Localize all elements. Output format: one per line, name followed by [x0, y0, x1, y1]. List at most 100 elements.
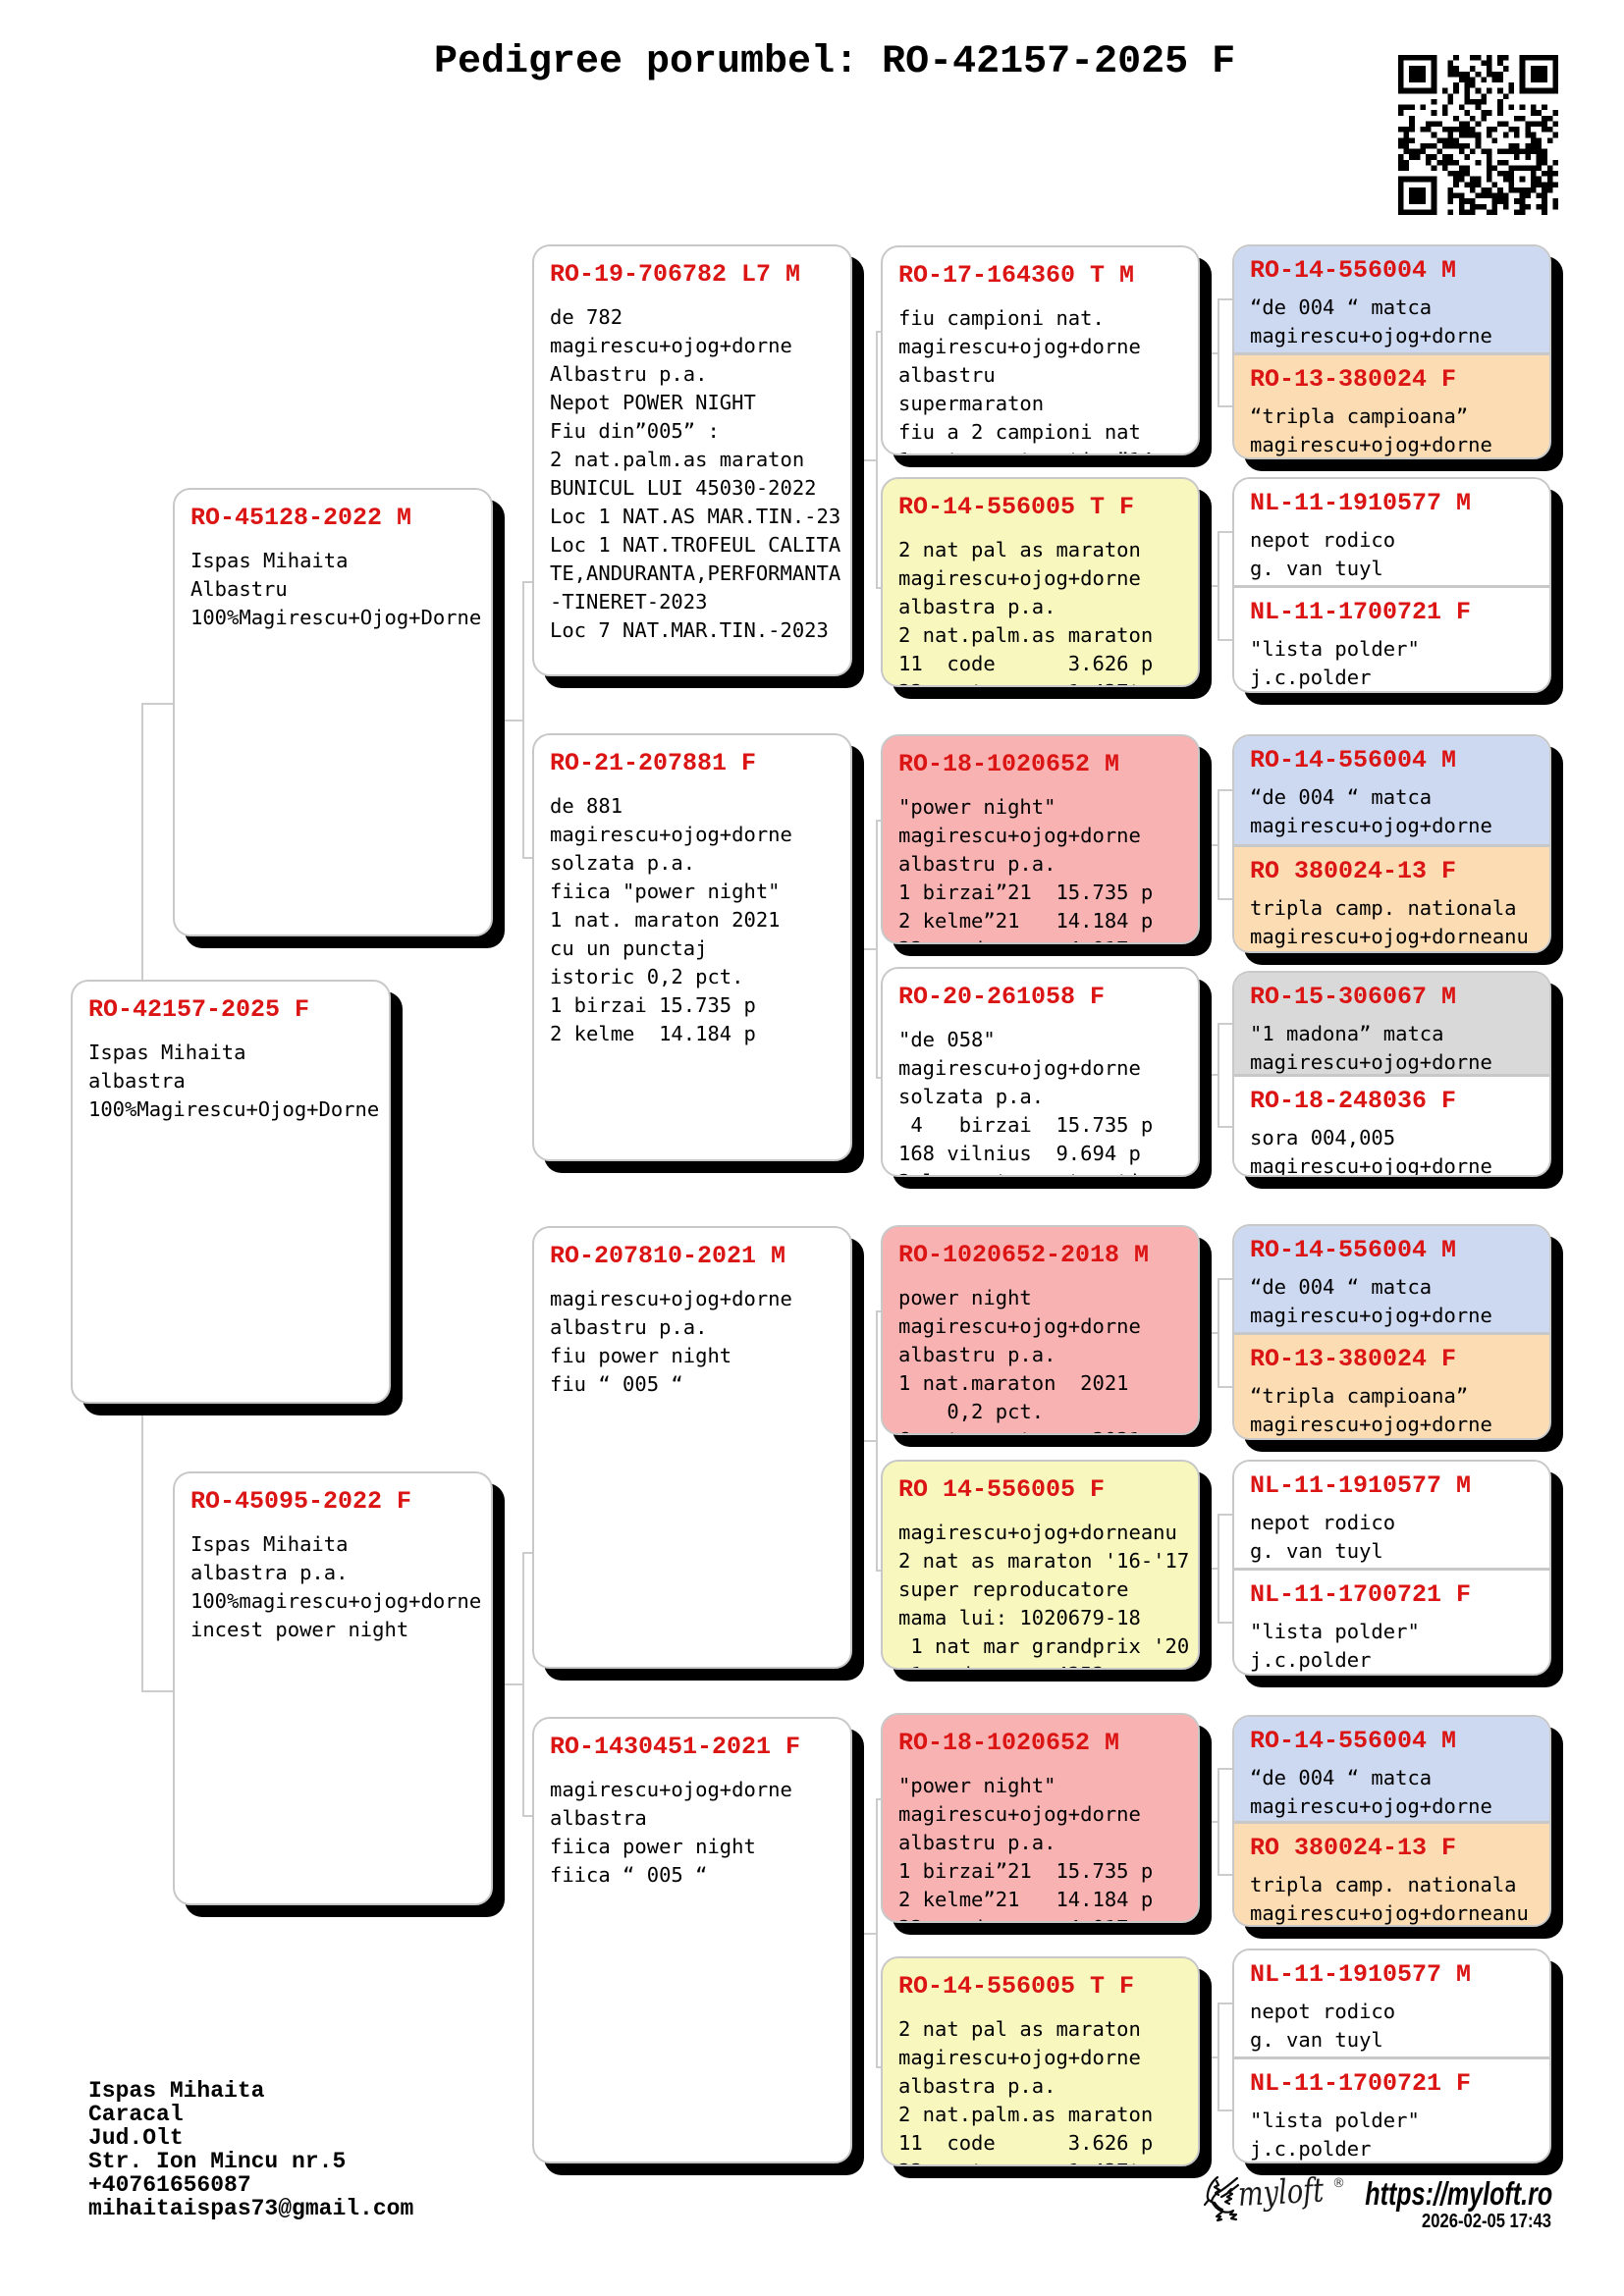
card-description: “de 004 “ matca magirescu+ojog+dorne: [1250, 1766, 1492, 1818]
print-timestamp: 2026-02-05 17:43: [1422, 2211, 1551, 2232]
connector-line: [1218, 1874, 1232, 1876]
ring-number-title: RO-207810-2021 M: [550, 1242, 786, 1270]
connector-line: [493, 719, 522, 721]
connector-line: [852, 1932, 876, 1935]
pair-divider: [1234, 2056, 1549, 2059]
pair-divider: [1234, 585, 1549, 588]
connector-line: [141, 703, 173, 705]
myloft-logo-text: myloft: [1236, 2170, 1326, 2215]
ring-number-title: RO-17-164360 T M: [898, 261, 1135, 290]
connector-line: [1218, 2109, 1232, 2112]
qr-code: [1398, 55, 1558, 215]
connector-line: [1200, 843, 1218, 846]
card-description: “de 004 “ matca magirescu+ojog+dorne: [1250, 785, 1492, 837]
card-description: "power night" magirescu+ojog+dorne albas…: [898, 795, 1154, 942]
card-description: "1 madona” matca magirescu+ojog+dorne: [1250, 1022, 1492, 1074]
card-description: nepot rodico g. van tuyl: [1250, 1511, 1396, 1563]
connector-line: [1218, 1514, 1232, 1516]
connector-line: [1218, 1278, 1232, 1280]
pedigree-card-ro-18-1020652-m: RO-18-1020652 M "power night" magirescu+o…: [881, 1713, 1200, 1923]
connector-line: [1218, 297, 1232, 300]
pigeon-logo-icon: [1204, 2175, 1240, 2222]
pair-half-ro-14-556004-m: RO-14-556004 M “de 004 “ matca magirescu+…: [1234, 1717, 1549, 1821]
pair-half-nl-11-1700721-f: NL-11-1700721 F"lista polder" j.c.polder: [1234, 1571, 1549, 1674]
owner-info: Ispas Mihaita Caracal Jud.Olt Str. Ion M…: [88, 2078, 414, 2221]
pedigree-pair-card-p1: RO-14-556004 M“de 004 “ matca magirescu+…: [1232, 244, 1551, 459]
connector-line: [1200, 351, 1218, 354]
connector-line: [522, 1552, 524, 1815]
card-description: "power night" magirescu+ojog+dorne albas…: [898, 1774, 1154, 1921]
ring-number-title: RO-19-706782 L7 M: [550, 260, 801, 289]
connector-line: [1200, 1074, 1218, 1076]
card-description: "lista polder" j.c.polder: [1250, 637, 1420, 689]
ring-number-title: RO-1430451-2021 F: [550, 1733, 801, 1761]
pair-half-ro-13-380024-f: RO-13-380024 F “tripla campioana” magires…: [1234, 1335, 1549, 1438]
card-description: 2 nat pal as maraton magirescu+ojog+dorn…: [898, 538, 1154, 685]
ring-number-title: RO-14-556004 M: [1250, 1236, 1457, 1264]
ring-number-title: RO-20-261058 F: [898, 983, 1106, 1011]
ring-number-title: RO-14-556004 M: [1250, 1727, 1457, 1755]
connector-line: [1218, 531, 1232, 533]
pair-divider: [1234, 843, 1549, 847]
ring-number-title: RO-21-207881 F: [550, 749, 757, 777]
connector-line: [1218, 1386, 1232, 1388]
pedigree-card-ro-45095-2022-f: RO-45095-2022 F Ispas Mihaita albastra p.…: [173, 1471, 493, 1905]
ring-number-title: NL-11-1700721 F: [1250, 598, 1472, 626]
ring-number-title: NL-11-1700721 F: [1250, 2068, 1472, 2098]
card-description: sora 004,005 magirescu+ojog+dorne: [1250, 1126, 1492, 1177]
card-description: "de 058" magirescu+ojog+dorne solzata p.…: [898, 1028, 1154, 1175]
ring-number-title: RO-1020652-2018 M: [898, 1241, 1150, 1269]
connector-line: [1218, 531, 1219, 639]
connector-line: [1218, 1125, 1232, 1128]
connector-line: [876, 820, 881, 822]
ring-number-title: RO-18-248036 F: [1250, 1087, 1457, 1115]
pair-divider: [1234, 1074, 1549, 1077]
pedigree-pair-card-p7: RO-14-556004 M “de 004 “ matca magirescu+…: [1232, 1715, 1551, 1927]
connector-line: [876, 2066, 881, 2068]
card-description: magirescu+ojog+dorne albastru p.a. fiu p…: [550, 1287, 792, 1396]
ring-number-title: RO 14-556005 F: [898, 1475, 1106, 1504]
card-description: nepot rodico g. van tuyl: [1250, 2000, 1396, 2052]
connector-line: [1218, 1278, 1219, 1386]
ring-number-title: RO-13-380024 F: [1250, 1345, 1457, 1373]
ring-number-title: RO-45095-2022 F: [190, 1487, 412, 1516]
connector-line: [876, 1570, 881, 1572]
connector-line: [876, 820, 878, 1077]
card-description: "lista polder" j.c.polder: [1250, 1620, 1420, 1672]
connector-line: [876, 1798, 878, 2066]
connector-line: [1218, 1768, 1232, 1770]
pair-divider: [1234, 1568, 1549, 1571]
ring-number-title: RO-42157-2025 F: [88, 995, 310, 1024]
pair-half-nl-11-1910577-m: NL-11-1910577 M nepot rodico g. van tuyl: [1234, 1462, 1549, 1568]
connector-line: [1200, 585, 1218, 587]
card-description: Ispas Mihaita albastra p.a. 100%magiresc…: [190, 1532, 482, 1641]
connector-line: [1218, 1022, 1219, 1126]
ring-number-title: NL-11-1910577 M: [1250, 1960, 1472, 1989]
connector-line: [1200, 2056, 1218, 2058]
card-description: “tripla campioana” magirescu+ojog+dorne: [1250, 1384, 1492, 1436]
ring-number-title: RO-14-556004 M: [1250, 746, 1457, 774]
pair-divider: [1234, 1821, 1549, 1824]
card-description: "lista polder" j.c.polder: [1250, 2108, 1420, 2161]
connector-line: [1200, 1821, 1218, 1823]
connector-line: [1218, 1768, 1219, 1874]
card-description: de 782 magirescu+ojog+dorne Albastru p.a…: [550, 305, 841, 642]
connector-line: [1218, 898, 1232, 901]
myloft-url: https://myloft.ro: [1365, 2175, 1552, 2212]
connector-line: [1218, 297, 1219, 406]
connector-line: [1218, 639, 1232, 641]
card-description: “de 004 “ matca magirescu+ojog+dorne: [1250, 1275, 1492, 1327]
ring-number-title: NL-11-1910577 M: [1250, 1471, 1472, 1500]
ring-number-title: RO-14-556005 T F: [898, 1972, 1135, 2001]
pair-half-ro-14-556004-m: RO-14-556004 M“de 004 “ matca magirescu+…: [1234, 246, 1549, 352]
page-title: Pedigree porumbel: RO-42157-2025 F: [434, 40, 1236, 84]
pedigree-card-ro-18-1020652-m: RO-18-1020652 M"power night" magirescu+o…: [881, 734, 1200, 944]
card-description: tripla camp. nationala magirescu+ojog+do…: [1250, 1873, 1529, 1925]
ring-number-title: RO-18-1020652 M: [898, 1729, 1120, 1757]
